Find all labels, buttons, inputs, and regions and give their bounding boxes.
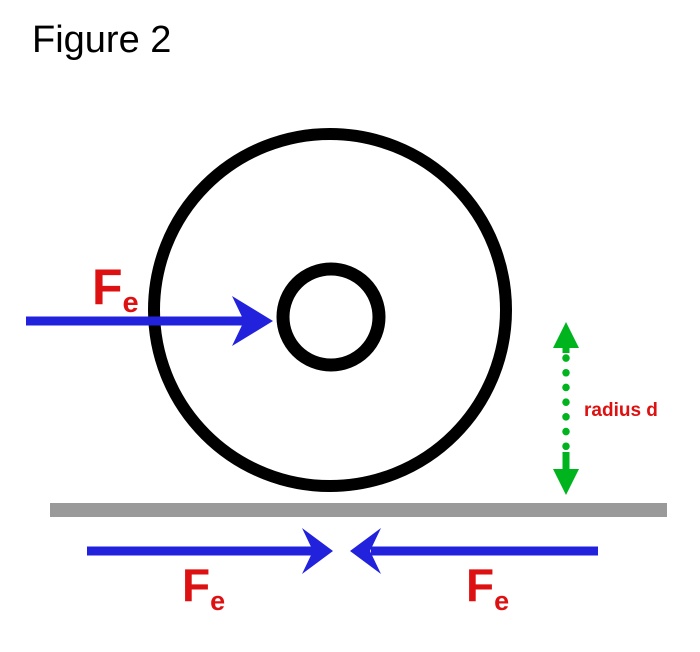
force-label-bottom-right: Fe	[466, 562, 509, 615]
wheel-outer-circle	[148, 128, 512, 492]
figure-title: Figure 2	[32, 19, 172, 61]
force-symbol: F	[466, 559, 495, 611]
force-arrow-top-head-icon	[232, 296, 273, 346]
force-label-top: Fe	[92, 262, 139, 318]
force-label-bottom-left: Fe	[182, 562, 225, 615]
radius-arrow-down-head-icon	[553, 469, 579, 495]
force-subscript: e	[122, 287, 139, 319]
force-arrow-bottom-right-head-icon	[350, 528, 381, 574]
radius-arrow-up-head-icon	[553, 322, 579, 348]
force-arrow-bottom-left-head-icon	[302, 528, 333, 574]
wheel-hub-circle	[276, 262, 386, 372]
force-symbol: F	[92, 259, 123, 315]
force-subscript: e	[210, 586, 226, 616]
force-symbol: F	[182, 559, 211, 611]
ground-bar	[50, 503, 667, 517]
force-subscript: e	[494, 586, 510, 616]
radius-label: radius d	[584, 400, 658, 421]
